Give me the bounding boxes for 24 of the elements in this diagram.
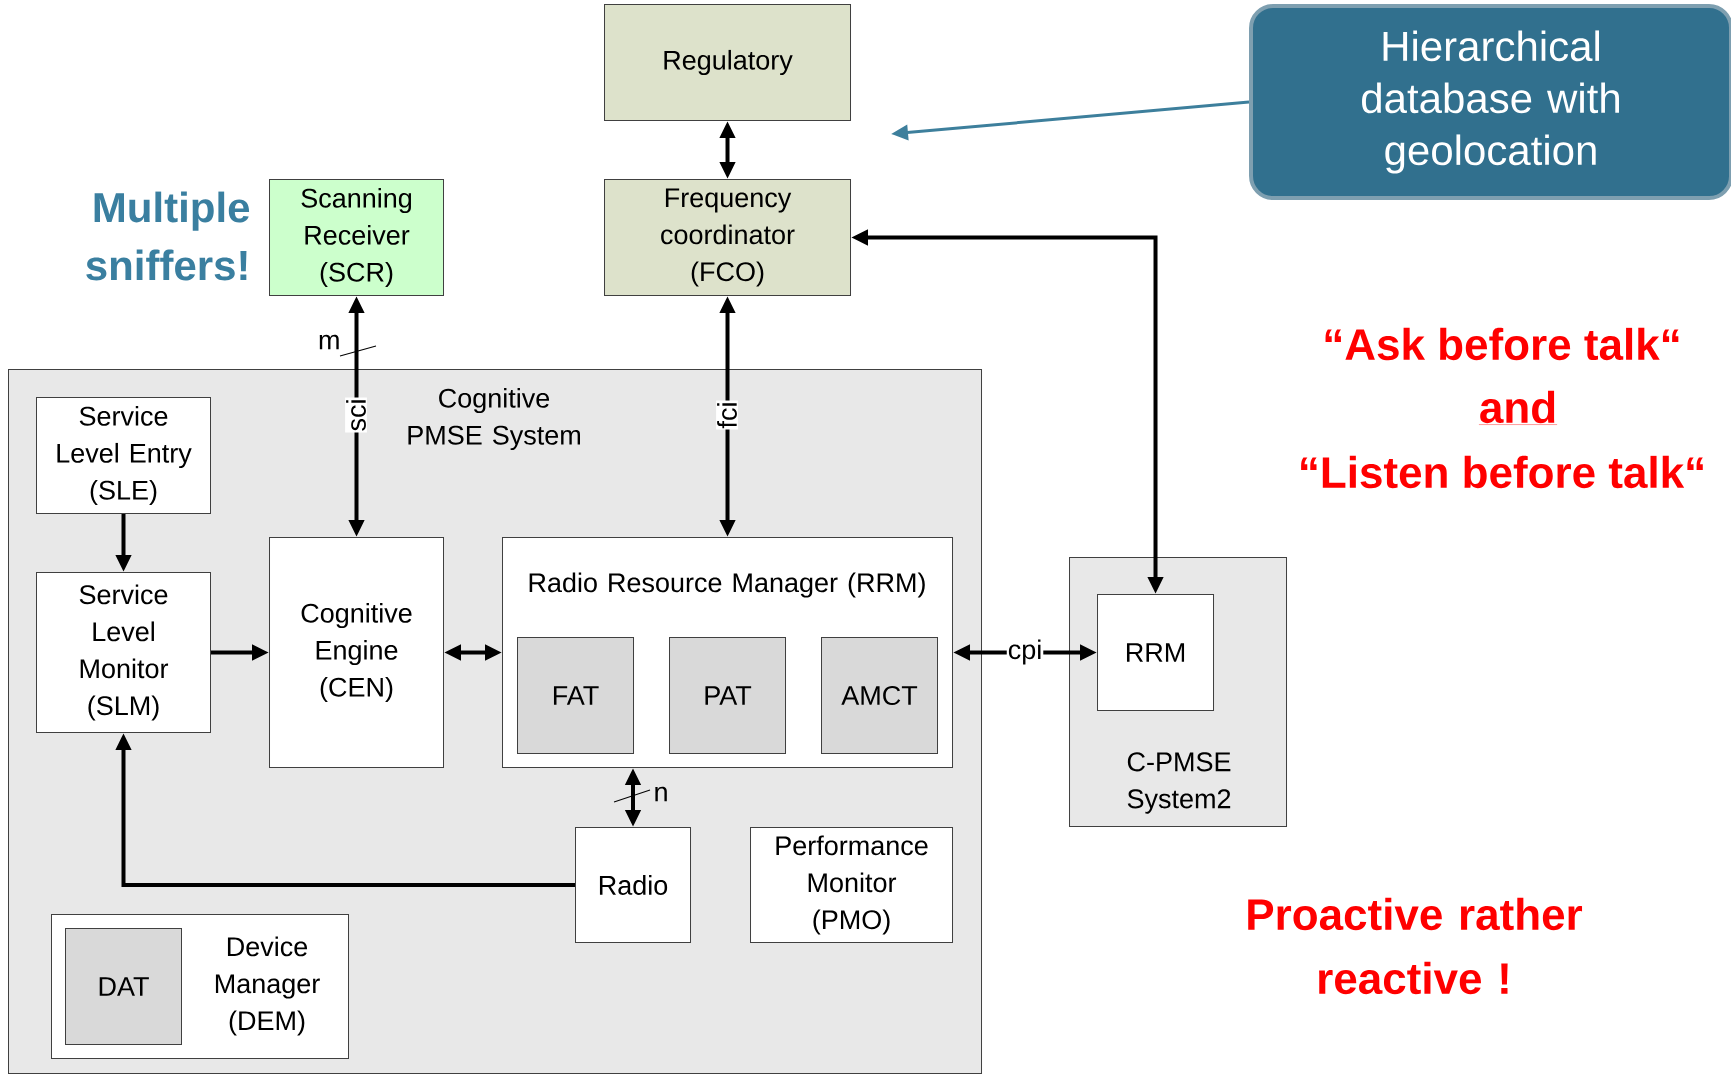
edge-label: cpi bbox=[1006, 638, 1044, 666]
process-box: Performance Monitor (PMO) bbox=[750, 827, 953, 943]
process-box: DAT bbox=[65, 928, 182, 1045]
process-box: Service Level Monitor (SLM) bbox=[36, 572, 211, 733]
note-text: and bbox=[1478, 390, 1558, 425]
process-box: AMCT bbox=[821, 637, 938, 754]
note-text: “Ask before talk“ bbox=[1325, 327, 1679, 361]
multiplicity-label: n bbox=[655, 786, 667, 802]
process-box: FAT bbox=[517, 637, 634, 754]
callout-box: Hierarchical database with geolocation bbox=[1249, 4, 1731, 200]
annotation-text: Multiple sniffers! bbox=[86, 191, 250, 281]
process-box: Service Level Entry (SLE) bbox=[36, 397, 211, 514]
process-box: Cognitive Engine (CEN) bbox=[269, 537, 444, 768]
edge-label: sci bbox=[345, 397, 367, 433]
note-text: “Listen before talk“ bbox=[1301, 455, 1703, 489]
process-box: RRM bbox=[1097, 594, 1214, 711]
process-box: Radio bbox=[575, 827, 691, 943]
process-box: Scanning Receiver (SCR) bbox=[269, 179, 444, 296]
multiplicity-label: m bbox=[319, 334, 339, 350]
process-box: Frequency coordinator (FCO) bbox=[604, 179, 851, 296]
process-box: Regulatory bbox=[604, 4, 851, 121]
edge-label: fci bbox=[716, 400, 738, 430]
note-text: Proactive rather reactive ! bbox=[1248, 897, 1583, 995]
process-box: PAT bbox=[669, 637, 786, 754]
